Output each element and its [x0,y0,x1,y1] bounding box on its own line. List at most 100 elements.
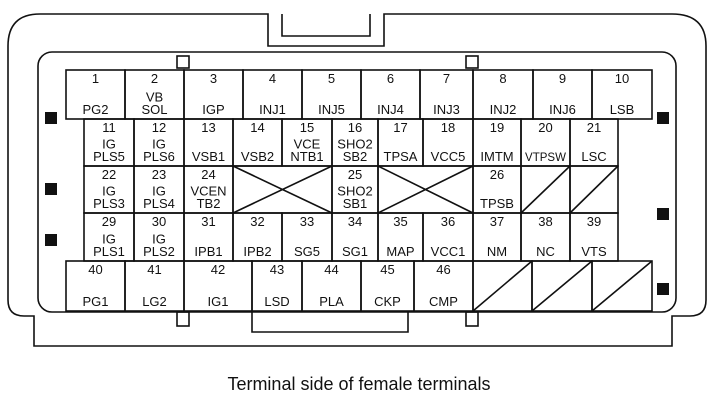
bottom-key-right [465,311,479,327]
terminal-signal-25-2: SB1 [343,196,368,211]
terminal-number-44: 44 [324,262,338,277]
side-marker-left-3 [45,234,57,246]
terminal-signal-30-1: IG [152,232,166,247]
blank-cells [232,165,653,312]
blank-cell-diagonal-5 [472,260,533,312]
connector-inner-body [37,51,677,313]
terminal-number-12: 12 [152,120,166,135]
terminal-number-34: 34 [348,214,362,229]
terminal-number-20: 20 [538,120,552,135]
terminal-signal-12-2: PLS6 [143,149,175,164]
terminal-number-16: 16 [348,120,362,135]
terminal-number-25: 25 [348,167,362,182]
terminal-number-3: 3 [210,71,217,86]
terminal-signal-3-1: IGP [202,102,224,117]
terminal-signal-18-1: VCC5 [431,149,466,164]
terminal-number-33: 33 [300,214,314,229]
terminal-signal-17-1: TPSA [384,149,418,164]
bottom-key-left [176,311,190,327]
terminal-number-42: 42 [211,262,225,277]
terminal-number-32: 32 [250,214,264,229]
terminal-signal-19-1: IMTM [480,149,513,164]
terminal-number-21: 21 [587,120,601,135]
terminal-number-17: 17 [393,120,407,135]
side-marker-right-1 [657,112,669,124]
terminal-signal-4-1: INJ1 [259,102,286,117]
terminal-number-26: 26 [490,167,504,182]
terminal-signal-23-1: IG [152,184,166,199]
terminal-number-15: 15 [300,120,314,135]
blank-cell-cross-2 [377,165,474,214]
terminal-signal-11-1: IG [102,137,116,152]
terminal-signal-33-1: SG5 [294,244,320,259]
terminal-number-24: 24 [201,167,215,182]
side-marker-left-1 [45,112,57,124]
terminal-number-45: 45 [380,262,394,277]
terminal-number-23: 23 [152,167,166,182]
terminal-number-30: 30 [152,214,166,229]
terminal-signal-24-2: TB2 [197,196,221,211]
terminal-signal-8-1: INJ2 [490,102,517,117]
terminal-signal-37-1: NM [487,244,507,259]
terminal-signal-14-1: VSB2 [241,149,274,164]
blank-cell-2 [377,165,474,214]
terminal-signal-41-1: LG2 [142,294,167,309]
side-marker-left-2 [45,183,57,195]
blank-cell-1 [232,165,333,214]
terminal-signal-22-2: PLS3 [93,196,125,211]
terminal-number-11: 11 [102,120,116,135]
terminal-signal-15-1: VCE [294,137,321,152]
terminal-signal-16-1: SHO2 [337,137,372,152]
terminal-signal-30-2: PLS2 [143,244,175,259]
terminal-signal-38-1: NC [536,244,555,259]
terminal-signal-20-1: VTPSW [525,152,566,164]
terminal-number-2: 2 [151,71,158,86]
terminal-signal-23-2: PLS4 [143,196,175,211]
terminal-signal-6-1: INJ4 [377,102,404,117]
terminal-signal-36-1: VCC1 [431,244,466,259]
terminal-signal-24-1: VCEN [190,184,226,199]
blank-cell-diagonal-7 [591,260,653,312]
terminal-number-10: 10 [615,71,629,86]
terminal-number-8: 8 [499,71,506,86]
side-markers [45,112,669,295]
terminal-signal-43-1: LSD [264,294,289,309]
terminal-cell-10 [591,69,653,120]
terminal-signal-5-1: INJ5 [318,102,345,117]
terminal-signal-29-1: IG [102,232,116,247]
connector-housing-outline [7,13,707,347]
blank-cell-7 [591,260,653,312]
terminal-number-22: 22 [102,167,116,182]
terminal-number-40: 40 [88,262,102,277]
terminal-signal-9-1: INJ6 [549,102,576,117]
terminal-signal-7-1: INJ3 [433,102,460,117]
terminal-signal-40-1: PG1 [82,294,108,309]
latch-notch [281,14,371,37]
terminal-signal-31-1: IPB1 [194,244,222,259]
terminal-number-36: 36 [441,214,455,229]
terminal-number-6: 6 [387,71,394,86]
terminal-number-37: 37 [490,214,504,229]
diagram-caption: Terminal side of female terminals [227,374,491,394]
terminal-number-29: 29 [102,214,116,229]
terminal-signal-25-1: SHO2 [337,184,372,199]
blank-cell-cross-1 [232,165,333,214]
terminal-signal-39-1: VTS [581,244,607,259]
terminal-signal-29-2: PLS1 [93,244,125,259]
blank-cell-4 [569,165,619,214]
terminal-number-39: 39 [587,214,601,229]
terminal-signal-42-1: IG1 [208,294,229,309]
terminal-signal-44-1: PLA [319,294,344,309]
terminal-signal-16-2: SB2 [343,149,368,164]
terminal-signal-12-1: IG [152,137,166,152]
terminal-signal-35-1: MAP [386,244,414,259]
terminal-signal-15-2: NTB1 [290,149,323,164]
terminal-signal-26-1: TPSB [480,196,514,211]
terminal-number-4: 4 [269,71,276,86]
terminal-number-18: 18 [441,120,455,135]
terminal-signal-34-1: SG1 [342,244,368,259]
terminal-number-9: 9 [559,71,566,86]
terminal-number-7: 7 [443,71,450,86]
terminal-signal-46-1: CMP [429,294,458,309]
